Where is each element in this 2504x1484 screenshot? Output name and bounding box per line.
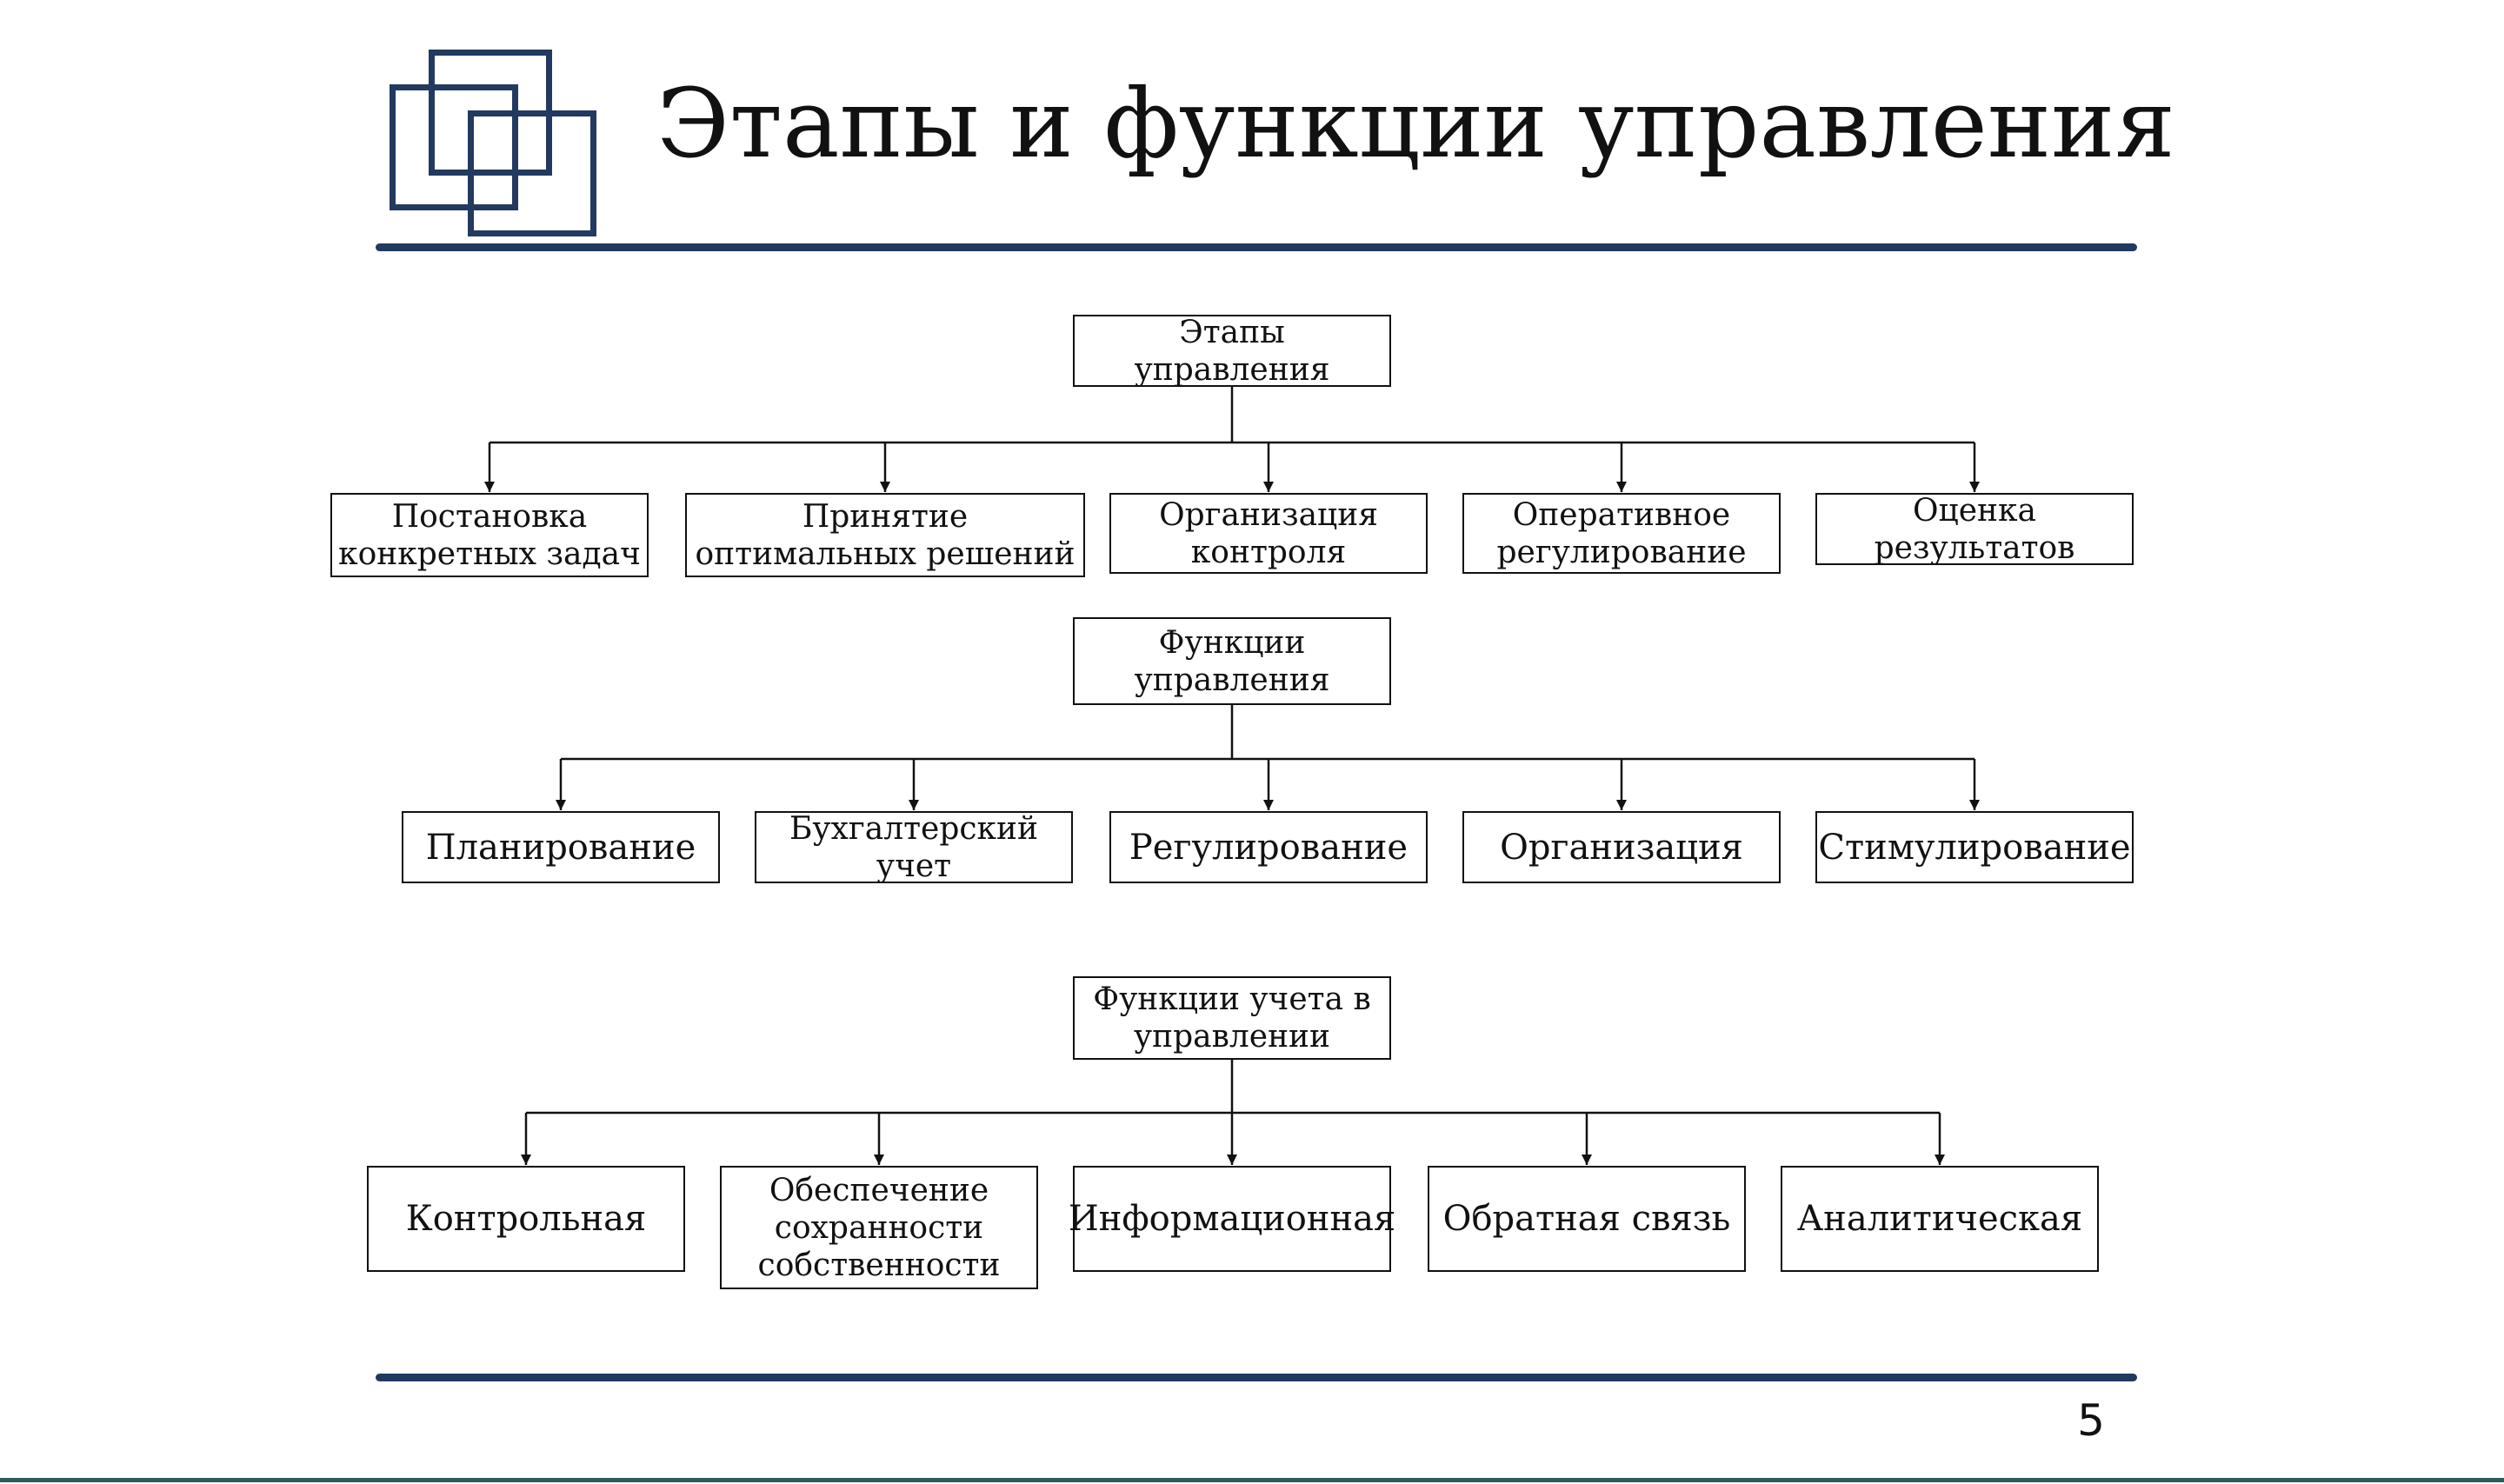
slide-title: Этапы и функции управления <box>656 68 2175 179</box>
accounting-function-box: Обеспечение сохранности собственности <box>720 1166 1038 1289</box>
stage-box: Оперативное регулирование <box>1462 493 1781 574</box>
stage-box: Организация контроля <box>1109 493 1428 574</box>
function-box: Планирование <box>402 811 720 883</box>
function-box: Регулирование <box>1109 811 1428 883</box>
bottom-edge-line <box>0 1478 2504 1482</box>
function-box: Организация <box>1462 811 1781 883</box>
accounting-function-box: Аналитическая <box>1781 1166 2099 1272</box>
footer-divider <box>376 1374 2137 1381</box>
logo-square <box>390 84 518 210</box>
page-number: 5 <box>2077 1395 2105 1446</box>
stages-root-box: Этапы управления <box>1073 315 1391 388</box>
accounting-function-box: Информационная <box>1069 1166 1395 1272</box>
function-box: Бухгалтерский учет <box>755 811 1073 884</box>
functions-root-box: Функции управления <box>1073 617 1391 705</box>
accounting-function-box: Обратная связь <box>1428 1166 1746 1272</box>
logo-overlapping-squares <box>390 50 598 236</box>
accounting-functions-root-box: Функции учета в управлении <box>1073 976 1391 1060</box>
stage-box: Принятие оптимальных решений <box>685 493 1085 577</box>
accounting-function-box: Контрольная <box>367 1166 685 1272</box>
stage-box: Оценка результатов <box>1815 493 2134 566</box>
function-box: Стимулирование <box>1815 811 2134 883</box>
logo-square <box>468 110 596 236</box>
stage-box: Постановка конкретных задач <box>330 493 649 577</box>
title-divider <box>376 243 2137 251</box>
